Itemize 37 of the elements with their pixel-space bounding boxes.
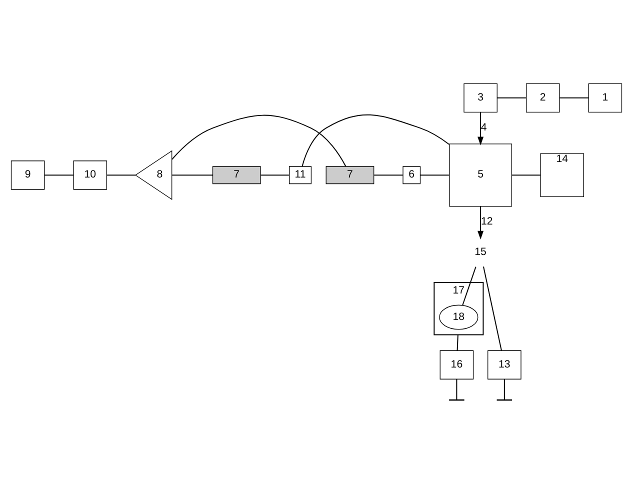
connector [374, 174, 404, 176]
connector [172, 114, 346, 167]
node-box: 1 [588, 83, 622, 112]
edge-label: 12 [480, 216, 493, 228]
connector [260, 174, 290, 176]
connector [44, 174, 74, 176]
connector [172, 174, 214, 176]
node-bar [496, 399, 512, 401]
connector [420, 174, 450, 176]
node-bar [449, 399, 464, 401]
connector [456, 378, 458, 400]
node-box: 10 [73, 160, 108, 190]
connector [456, 334, 458, 352]
connector [302, 114, 450, 167]
arrow [478, 112, 484, 146]
arrow [478, 206, 484, 240]
connector [482, 266, 502, 351]
node-text: 15 [474, 246, 486, 258]
edge-label: 4 [480, 122, 487, 134]
connector [462, 266, 476, 306]
node-box: 3 [464, 83, 498, 112]
connector [511, 174, 541, 176]
node-ellipse: 18 [439, 304, 478, 330]
node-box: 7 [212, 166, 261, 184]
node-box: 2 [526, 83, 560, 112]
node-box: 16 [440, 350, 474, 380]
node-box: 13 [488, 350, 522, 380]
node-box: 9 [10, 160, 45, 190]
node-box: 14 [540, 153, 584, 197]
connector [106, 174, 136, 176]
node-box: 11 [289, 166, 312, 184]
node-box: 6 [402, 166, 421, 184]
connector [496, 97, 527, 98]
connector [559, 97, 589, 98]
node-box: 7 [326, 166, 374, 184]
node-box: 5 [449, 144, 512, 207]
connector [504, 378, 505, 400]
